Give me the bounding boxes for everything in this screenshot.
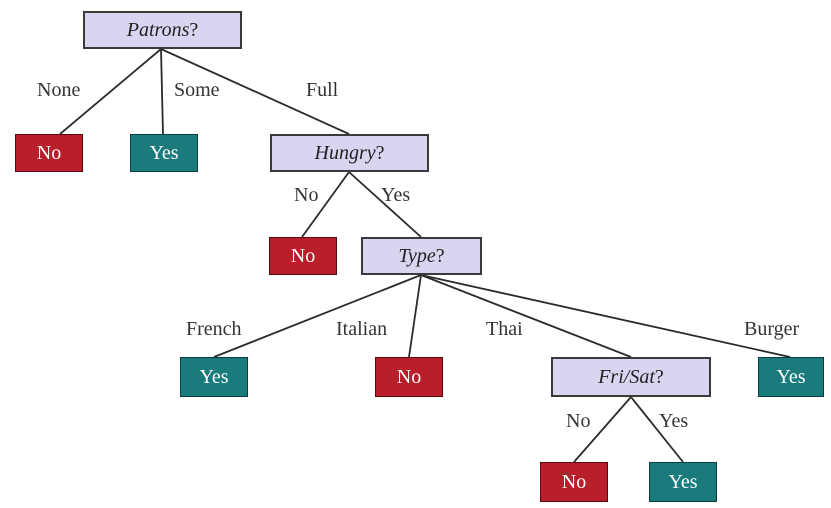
hungry-question-mark: ?: [375, 141, 385, 164]
branch-label-thai: Thai: [486, 318, 523, 340]
type-question-mark: ?: [435, 244, 445, 267]
leaf-italian-no: No: [375, 357, 443, 397]
edge-type-italian: [408, 274, 422, 358]
leaf-frisat-no: No: [540, 462, 608, 502]
branch-label-hungry-yes: Yes: [381, 184, 411, 206]
branch-label-burger: Burger: [744, 318, 800, 340]
edge-type-burger: [420, 274, 791, 358]
patrons-question: Patrons: [126, 18, 190, 41]
leaf-french-yes: Yes: [180, 357, 248, 397]
branch-label-some: Some: [174, 79, 220, 101]
frisat-question: Fri/Sat: [598, 365, 655, 388]
edge-patrons-none: [59, 48, 162, 135]
edge-hungry-yes: [348, 171, 422, 238]
leaf-some-yes: Yes: [130, 134, 198, 172]
frisat-node: Fri/Sat?: [551, 357, 711, 397]
hungry-question: Hungry: [314, 141, 376, 164]
edge-patrons-some: [160, 48, 164, 135]
patrons-node: Patrons?: [83, 11, 242, 49]
edge-patrons-full: [160, 48, 350, 135]
edge-frisat-yes: [630, 396, 684, 463]
type-question: Type: [398, 244, 436, 267]
leaf-frisat-yes: Yes: [649, 462, 717, 502]
frisat-question-mark: ?: [654, 365, 664, 388]
leaf-hungry-no: No: [269, 237, 337, 275]
branch-label-none: None: [37, 79, 81, 101]
branch-label-frisat-no: No: [566, 410, 591, 432]
edge-frisat-no: [573, 396, 632, 463]
edge-type-french: [213, 274, 422, 358]
branch-label-frisat-yes: Yes: [659, 410, 689, 432]
leaf-burger-yes: Yes: [758, 357, 824, 397]
branch-label-hungry-no: No: [294, 184, 319, 206]
edge-type-thai: [420, 274, 632, 358]
hungry-node: Hungry?: [270, 134, 429, 172]
edge-hungry-no: [301, 171, 350, 238]
branch-label-french: French: [186, 318, 242, 340]
branch-label-full: Full: [306, 79, 339, 101]
type-node: Type?: [361, 237, 482, 275]
branch-label-italian: Italian: [336, 318, 388, 340]
leaf-none-no: No: [15, 134, 83, 172]
patrons-question-mark: ?: [189, 18, 199, 41]
